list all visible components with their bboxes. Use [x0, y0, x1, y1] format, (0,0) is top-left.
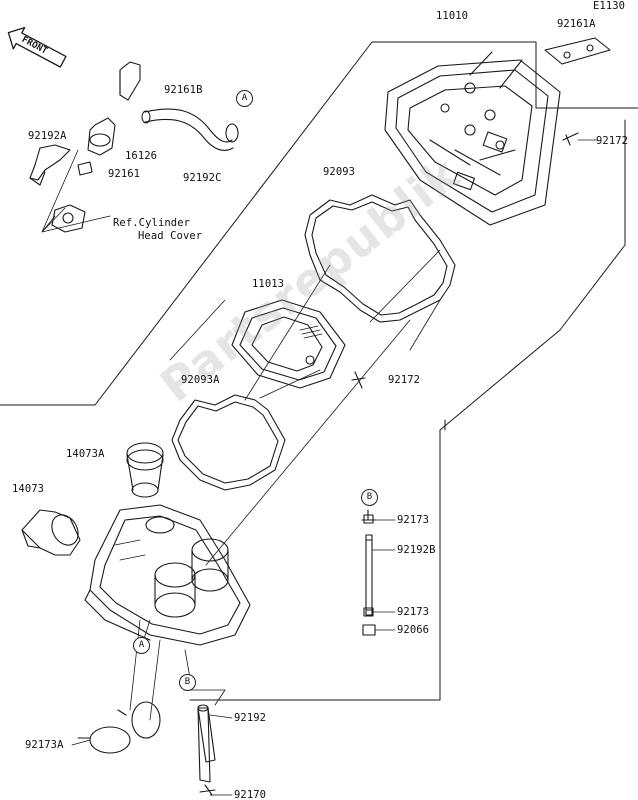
label-92173A: 92173A — [25, 739, 64, 751]
label-92093A: 92093A — [181, 374, 220, 386]
air-cleaner-cover — [384, 51, 561, 226]
label-16126: 16126 — [125, 150, 158, 162]
label-92192B: 92192B — [397, 544, 436, 556]
label-11013: 11013 — [252, 278, 285, 290]
label-92093: 92093 — [323, 166, 356, 178]
marker-b-bottom: B — [179, 674, 196, 691]
label-14073: 14073 — [12, 483, 45, 495]
bolt-92172-top — [562, 132, 579, 146]
label-92173-upper: 92173 — [397, 514, 430, 526]
label-92192C: 92192C — [183, 172, 222, 184]
front-arrow-icon — [7, 26, 67, 68]
label-ref-cylinder: Ref.Cylinder — [113, 217, 191, 229]
label-92161B: 92161B — [164, 84, 203, 96]
duct-14073A — [126, 442, 164, 498]
label-92173-lower: 92173 — [397, 606, 430, 618]
label-92172-top: 92172 — [596, 135, 629, 147]
label-92170: 92170 — [234, 789, 267, 800]
air-cleaner-housing — [84, 504, 251, 646]
clamps-92173A — [71, 701, 161, 754]
assembly-boundary — [0, 41, 638, 701]
drain-hose-group — [361, 509, 396, 636]
duct-14073 — [21, 509, 81, 556]
label-head-cover: Head Cover — [138, 230, 203, 242]
drain-hose-bottom — [197, 704, 233, 796]
label-92192: 92192 — [234, 712, 267, 724]
part-92161A — [544, 37, 611, 65]
marker-a-bottom: A — [133, 637, 150, 654]
label-11010: 11010 — [436, 10, 469, 22]
air-filter-element — [231, 299, 346, 389]
gasket-92093A — [171, 394, 286, 491]
label-14073A: 14073A — [66, 448, 105, 460]
label-92066: 92066 — [397, 624, 430, 636]
bolt-92172-middle — [351, 371, 366, 389]
breather-group — [29, 61, 239, 233]
marker-b-right: B — [361, 489, 378, 506]
label-92172-middle: 92172 — [388, 374, 421, 386]
label-E1130: E1130 — [593, 0, 626, 12]
marker-a-top: A — [236, 90, 253, 107]
label-92161: 92161 — [108, 168, 141, 180]
label-92192A: 92192A — [28, 130, 67, 142]
label-92161A: 92161A — [557, 18, 596, 30]
gasket-92093 — [304, 194, 456, 323]
